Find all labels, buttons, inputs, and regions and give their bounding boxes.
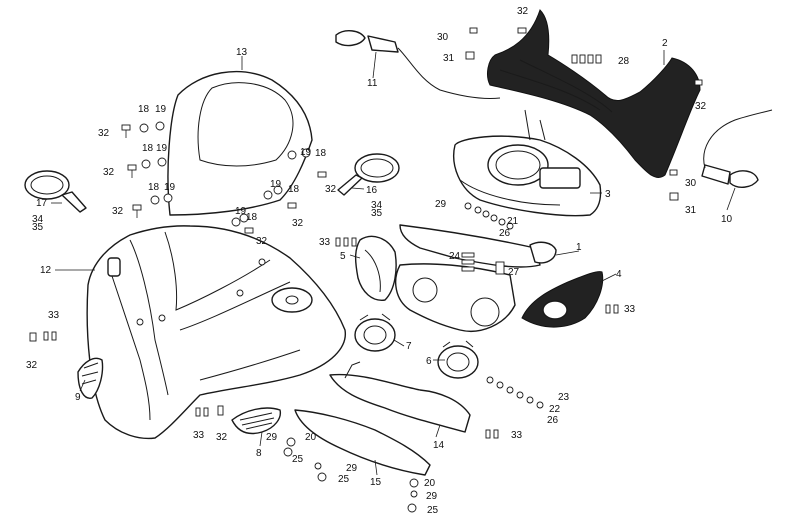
windscreen: [167, 70, 313, 216]
callout-18a: 18: [138, 104, 150, 115]
callout-31b: 31: [685, 205, 697, 216]
callout-22: 22: [549, 404, 561, 415]
callout-29d: 29: [426, 491, 438, 502]
callout-28: 28: [618, 56, 630, 67]
callout-12: 12: [40, 265, 52, 276]
callout-32d: 32: [103, 167, 115, 178]
callout-34a: 34: [32, 214, 44, 225]
reflector-right: [231, 407, 282, 435]
callout-18f: 18: [246, 212, 258, 223]
callout-14: 14: [433, 440, 445, 451]
turn-signal-right: [701, 109, 773, 188]
callout-18c: 18: [148, 182, 160, 193]
callout-35a: 35: [32, 222, 44, 233]
reflector-left: [77, 357, 104, 399]
callout-19e: 19: [270, 179, 282, 190]
callout-9: 9: [75, 392, 81, 403]
callout-11: 11: [367, 78, 378, 89]
callout-19b: 19: [156, 143, 168, 154]
callout-4: 4: [616, 269, 622, 280]
callout-13: 13: [236, 47, 248, 58]
callout-19d: 19: [300, 147, 312, 158]
callout-21: 21: [507, 216, 519, 227]
callout-32g: 32: [292, 218, 304, 229]
mirror-left: [24, 170, 87, 213]
callout-27: 27: [508, 267, 520, 278]
callout-33a: 33: [319, 237, 331, 248]
callout-24: 24: [449, 251, 461, 262]
callout-30a: 30: [437, 32, 449, 43]
callout-16: 16: [366, 185, 378, 196]
callout-10: 10: [721, 214, 733, 225]
callout-33d: 33: [193, 430, 205, 441]
callout-6: 6: [426, 356, 432, 367]
callout-8: 8: [256, 448, 262, 459]
fasteners: [29, 27, 703, 513]
callout-32j: 32: [216, 432, 228, 443]
callout-32a: 32: [517, 6, 529, 17]
callout-29a: 29: [435, 199, 447, 210]
callout-32c: 32: [98, 128, 110, 139]
callout-19f: 19: [235, 206, 247, 217]
cluster-bracket: [394, 224, 557, 332]
callout-30b: 30: [685, 178, 697, 189]
right-light-bracket: [521, 271, 604, 328]
callout-23: 23: [558, 392, 570, 403]
callout-26b: 26: [547, 415, 559, 426]
callout-7: 7: [406, 341, 412, 352]
left-light-bracket: [354, 235, 397, 301]
callout-18d: 18: [315, 148, 327, 159]
callout-17: 17: [36, 198, 48, 209]
callout-29b: 29: [266, 432, 278, 443]
callout-25b: 25: [338, 474, 350, 485]
callout-32e: 32: [112, 206, 124, 217]
callout-20b: 20: [424, 478, 436, 489]
callout-18e: 18: [288, 184, 300, 195]
callout-18b: 18: [142, 143, 154, 154]
callout-34b: 34: [371, 200, 383, 211]
callout-2: 2: [662, 38, 668, 49]
callout-29c: 29: [346, 463, 358, 474]
callout-19c: 19: [164, 182, 176, 193]
callout-35b: 35: [371, 208, 383, 219]
callout-32f: 32: [325, 184, 337, 195]
mirror-right: [337, 153, 400, 196]
callout-33e: 33: [48, 310, 60, 321]
callout-labels: 1 2 3 4 5 6 7 8 9 10 11 12 13 14 15 16 1…: [26, 6, 733, 516]
right-headlight: [437, 340, 479, 379]
callout-25c: 25: [427, 505, 439, 516]
callout-33c: 33: [511, 430, 523, 441]
callout-20a: 20: [305, 432, 317, 443]
callout-15: 15: [370, 477, 382, 488]
callout-32b: 32: [695, 101, 707, 112]
callout-1: 1: [576, 242, 582, 253]
front-frame-bracket: [487, 9, 701, 178]
callout-19a: 19: [155, 104, 167, 115]
callout-33b: 33: [624, 304, 636, 315]
turn-signal-left: [335, 30, 501, 99]
callout-31a: 31: [443, 53, 455, 64]
left-headlight: [354, 313, 396, 352]
callout-32i: 32: [26, 360, 38, 371]
leader-lines: [51, 50, 736, 476]
lower-trim-bracket: [294, 409, 431, 476]
instrument-cluster: [453, 109, 602, 217]
callout-25a: 25: [292, 454, 304, 465]
callout-5: 5: [340, 251, 346, 262]
lower-fairing-bracket: [329, 361, 471, 433]
callout-26a: 26: [499, 228, 511, 239]
callout-32h: 32: [256, 236, 268, 247]
front-fairing: [86, 225, 346, 440]
callout-3: 3: [605, 189, 611, 200]
